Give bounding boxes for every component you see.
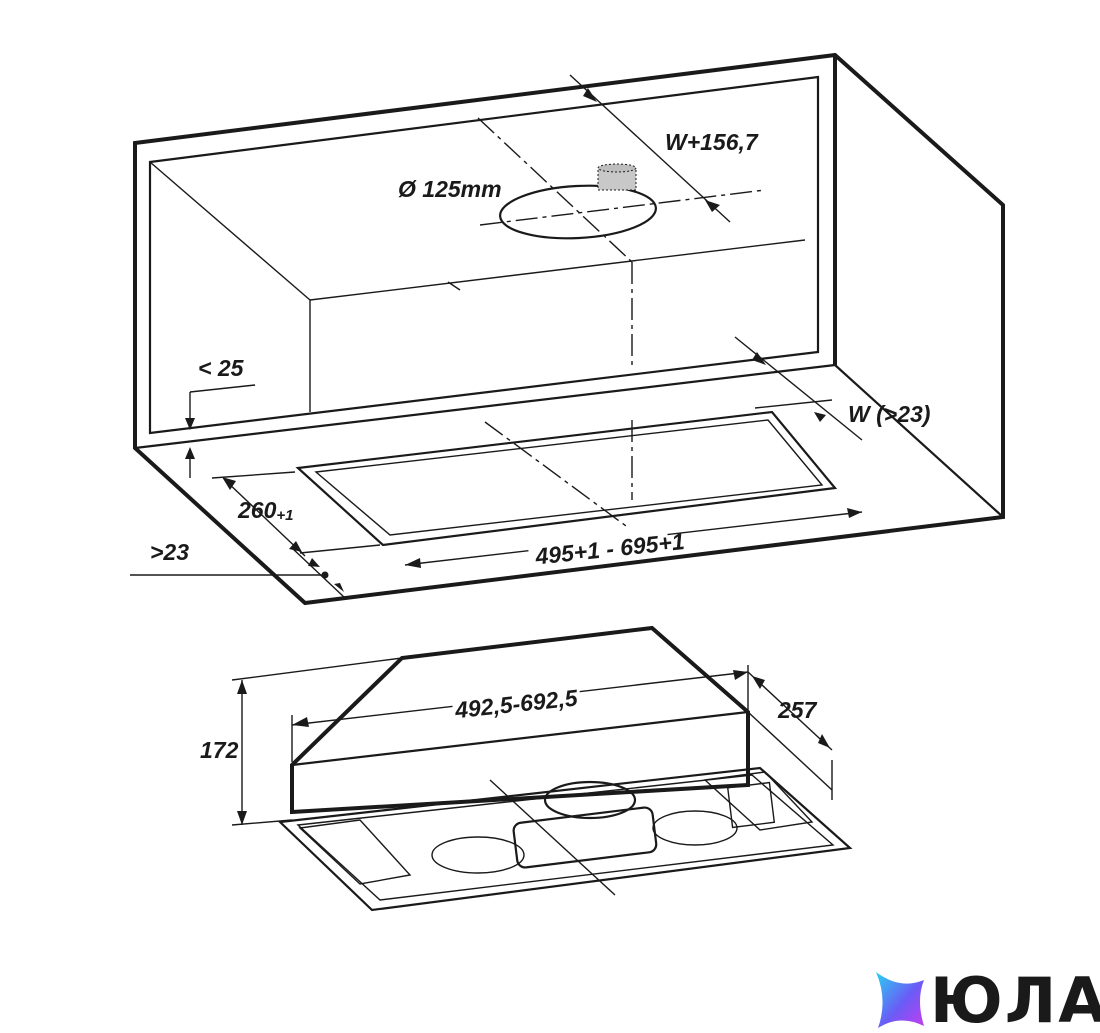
centerline-cutout (484, 421, 646, 541)
logo-mark-icon (876, 972, 924, 1028)
cutout-outer (295, 410, 838, 547)
motor-housing (512, 806, 658, 869)
arrow-head (705, 200, 720, 212)
fan-motor (543, 780, 637, 820)
arrow-head (752, 676, 765, 689)
arrow-head (237, 811, 247, 825)
label-bg (527, 522, 669, 564)
arrow-head (814, 412, 826, 422)
label-gap-top: < 25 (198, 355, 245, 381)
duct-hole (498, 184, 658, 240)
hood-frame (277, 766, 853, 912)
label-cutout-depth-tol: +1 (276, 507, 293, 524)
inner-box-edge (149, 161, 311, 301)
logo-text: ЮЛА (930, 964, 1100, 1033)
arrow-head (847, 508, 862, 518)
arrow-head (237, 680, 247, 694)
dim-leader-gap (189, 384, 256, 393)
arrow-head (733, 670, 748, 680)
hood-frame-inner (296, 774, 835, 901)
left-filter (298, 819, 412, 885)
tick-mark (447, 281, 461, 291)
arrow-head (185, 447, 195, 459)
label-cutout-depth-main: 260 (237, 497, 277, 523)
dim-line-wall (734, 336, 863, 441)
hood-housing-edge (291, 710, 749, 767)
label-wall-thickness: W (>23) (848, 401, 930, 427)
label-depth-offset: W+156,7 (665, 129, 759, 155)
arrow-head (583, 88, 597, 102)
arrow-head (185, 418, 195, 430)
yula-logo: ЮЛА (876, 964, 1100, 1033)
dim-ext-height-top (231, 657, 403, 681)
inner-box-top-edge (309, 239, 806, 301)
hood-housing-side (747, 711, 833, 791)
label-front-offset: >23 (150, 539, 189, 565)
label-hood-depth: 257 (777, 697, 818, 723)
dim-ext-front (299, 544, 381, 554)
control-panel (726, 781, 776, 829)
lamp-right (652, 810, 738, 846)
label-bg (450, 678, 582, 718)
arrow-head (289, 541, 302, 552)
arrow-head (334, 583, 344, 592)
cabinet-inner-frame (148, 75, 820, 435)
cutout-inner (314, 419, 824, 536)
dim-line-depth (569, 74, 731, 223)
right-filter (703, 771, 814, 831)
arrow-head (222, 477, 236, 490)
dim-ext-depth (211, 471, 296, 479)
arrow-head (308, 558, 320, 567)
centerline-width (479, 189, 766, 226)
duct-pipe (597, 163, 637, 191)
centerline-hood (489, 779, 616, 896)
arrow-head (752, 352, 766, 365)
arrow-head (818, 734, 830, 748)
arrow-head (292, 717, 309, 727)
cabinet-drawing: W+156,7 Ø 125mm < 25 W (>23) 260+1 >23 (130, 52, 1005, 606)
arrow-head (405, 558, 421, 568)
label-duct-diameter: Ø 125mm (398, 176, 502, 202)
cabinet-bottom-front (134, 363, 836, 450)
cabinet-bottom-side (834, 364, 1004, 518)
dim-leader-wall (754, 399, 833, 409)
hood-unit-drawing: 492,5-692,5 257 172 (200, 625, 853, 912)
dim-line-front (291, 547, 346, 599)
label-hood-height: 172 (200, 737, 239, 763)
lamp-left (431, 836, 525, 874)
label-cutout-depth: 260+1 (237, 497, 293, 524)
dim-line-depth-cut (224, 479, 306, 557)
